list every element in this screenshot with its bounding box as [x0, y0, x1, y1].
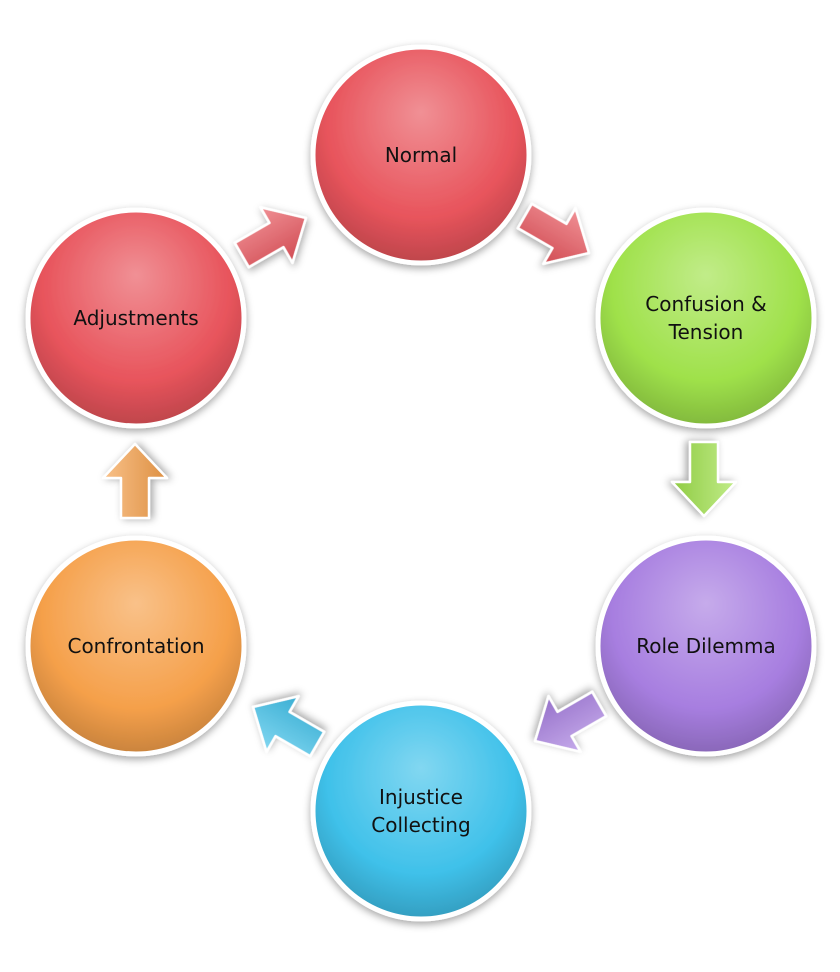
arrow-injustice-to-confrontation — [251, 695, 326, 758]
arrow-normal-to-confusion — [516, 202, 591, 265]
node-adjustments: Adjustments — [25, 207, 247, 429]
node-injustice-circle — [310, 700, 532, 922]
node-confrontation-label: Confrontation — [67, 634, 204, 658]
node-adjustments-circle — [25, 207, 247, 429]
node-confusion-label: Confusion & — [645, 292, 766, 316]
node-confrontation: Confrontation — [25, 535, 247, 757]
node-confusion: Confusion & Tension — [595, 207, 817, 429]
arrow-adjustments-to-normal — [233, 206, 308, 269]
node-role: Role Dilemma — [595, 535, 817, 757]
node-normal-label: Normal — [385, 143, 457, 167]
node-confrontation-circle — [25, 535, 247, 757]
arrow-confrontation-to-adjustments — [101, 442, 169, 520]
node-normal: Normal — [310, 44, 532, 266]
node-confusion-label: Tension — [668, 320, 744, 344]
arrow-role-to-injustice — [533, 690, 608, 753]
node-role-label: Role Dilemma — [636, 634, 776, 658]
node-injustice-label: Collecting — [371, 813, 470, 837]
arrows-layer — [101, 202, 738, 758]
node-role-circle — [595, 535, 817, 757]
node-injustice-label: Injustice — [379, 785, 463, 809]
node-adjustments-label: Adjustments — [73, 306, 198, 330]
node-confusion-circle — [595, 207, 817, 429]
arrow-confusion-to-role — [670, 440, 738, 518]
node-normal-circle — [310, 44, 532, 266]
